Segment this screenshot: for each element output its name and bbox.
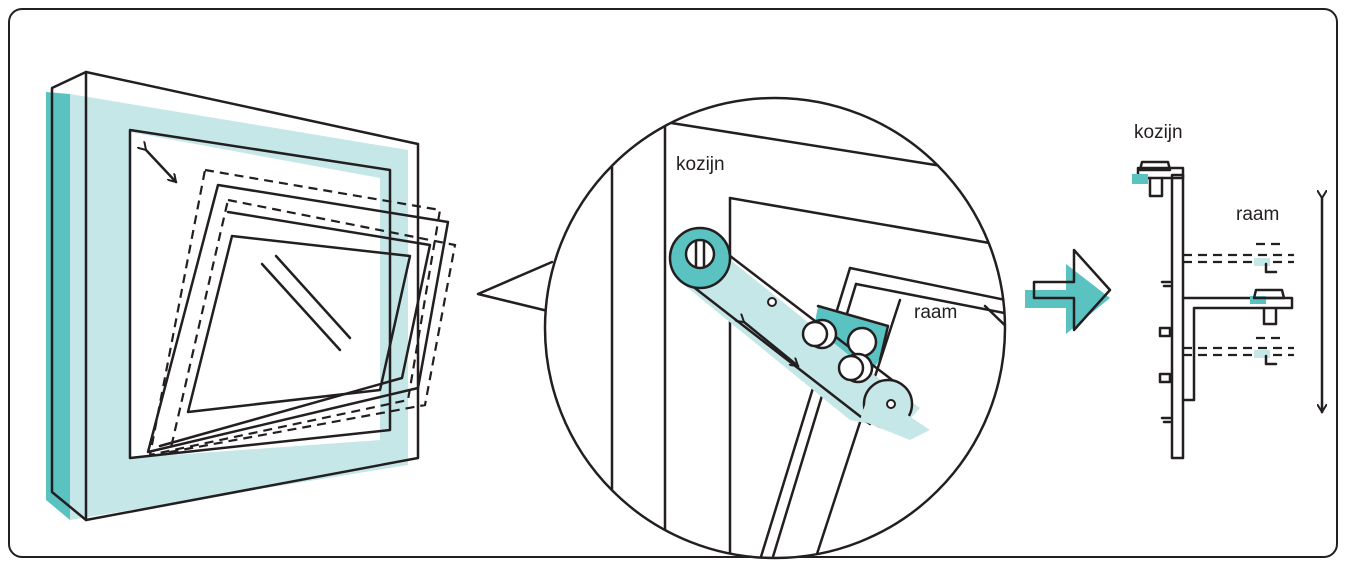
- callout-pointer: [476, 260, 554, 314]
- rivet-icon: [886, 399, 896, 409]
- label-raam-detail: raam: [914, 302, 957, 323]
- glass-pane: [186, 234, 412, 414]
- diagram-frame: [8, 8, 1338, 558]
- double-arrow-icon: [744, 322, 798, 368]
- label-kozijn-detail: kozijn: [676, 154, 725, 175]
- side-section: kozijn raam: [1132, 122, 1322, 460]
- label-kozijn-side: kozijn: [1134, 122, 1183, 143]
- label-raam-side: raam: [1236, 204, 1279, 225]
- detail-circle: kozijn raam: [543, 96, 1007, 560]
- right-arrow-icon: [1025, 248, 1112, 334]
- frame-front-face: [70, 94, 408, 520]
- screw-icon: [684, 238, 716, 270]
- double-arrow-icon: [146, 150, 176, 182]
- frame-side-face: [46, 92, 70, 520]
- window-overview: [46, 70, 457, 522]
